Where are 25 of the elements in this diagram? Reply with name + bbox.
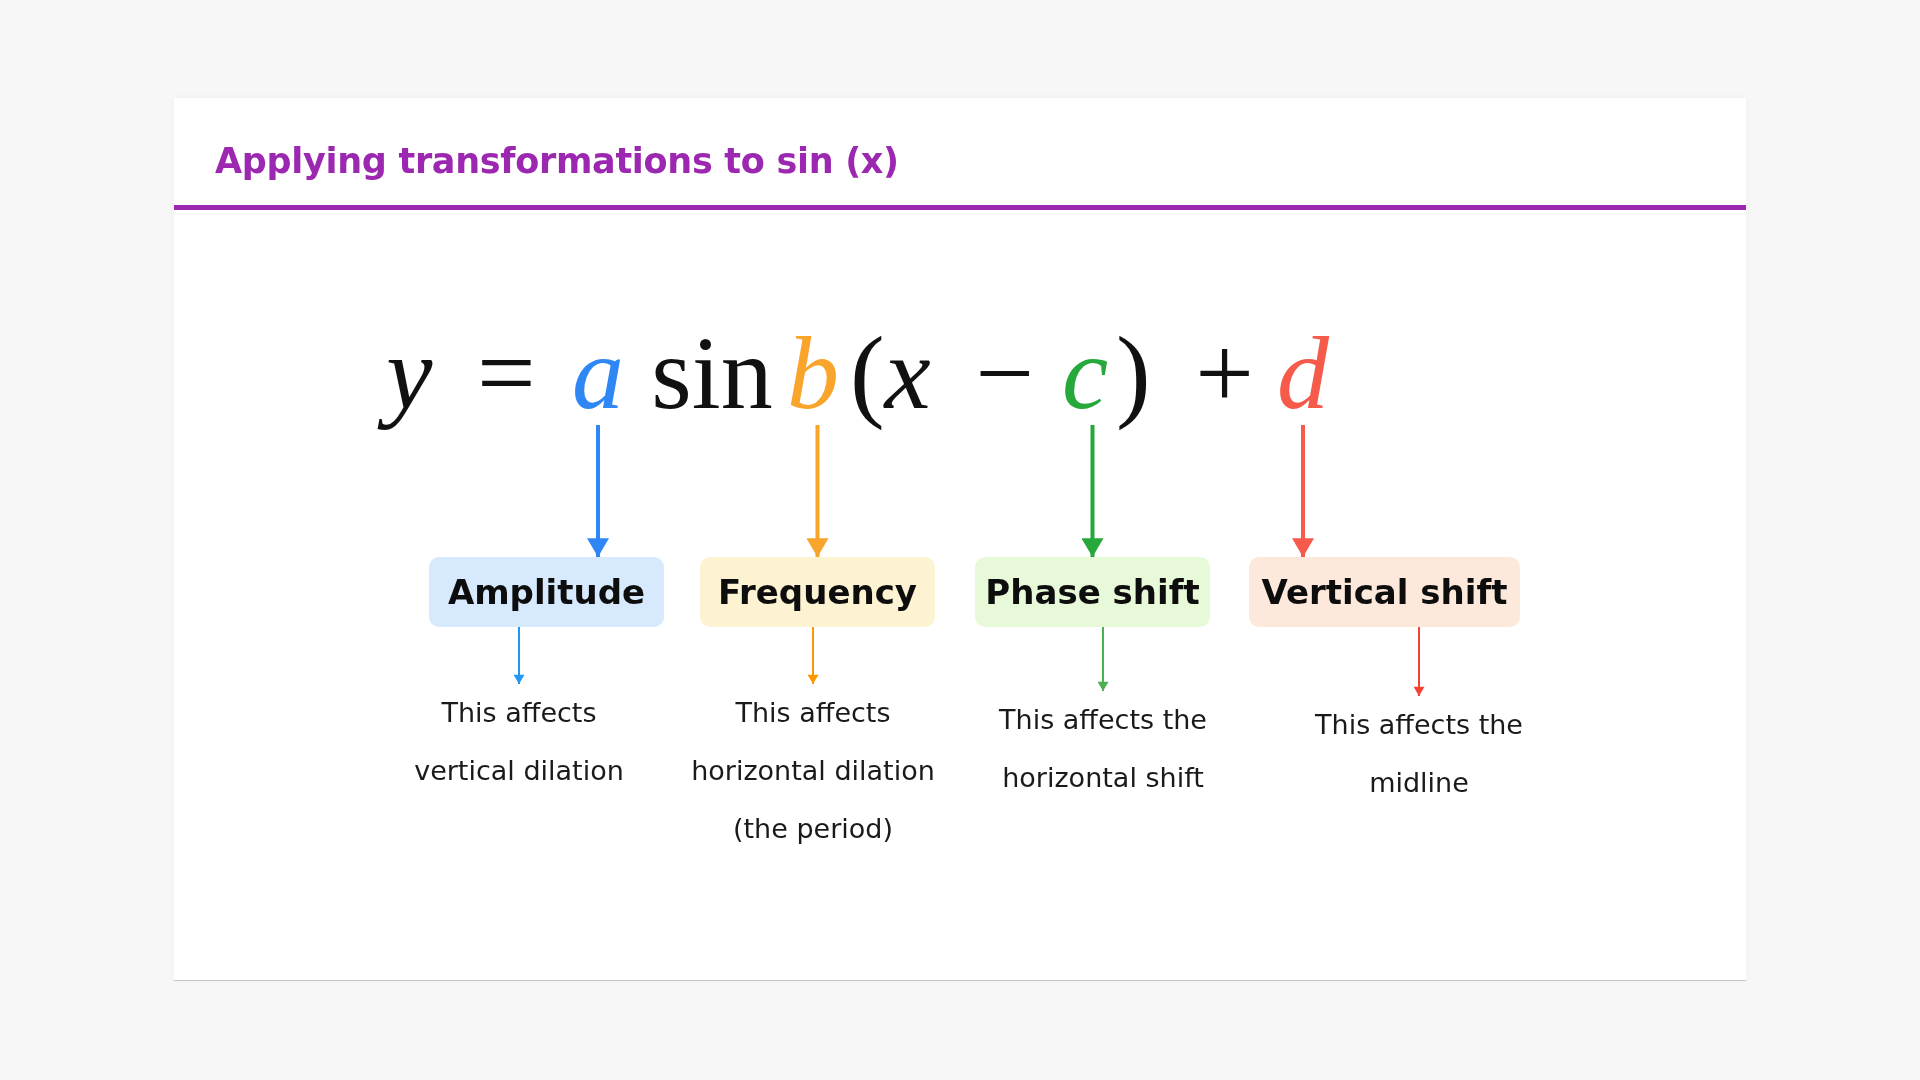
term-box: Frequency [700,557,935,627]
arrow [807,626,819,685]
description-text: This affects vertical dilation [394,684,644,800]
equation-variable: a [572,321,624,425]
equation-variable: c [1061,321,1109,425]
arrow [1413,626,1425,697]
arrow [1097,626,1109,692]
description-text: This affects the horizontal shift [978,691,1228,807]
term-box: Vertical shift [1249,557,1520,627]
equation-text: y = [376,303,536,443]
arrow [1292,425,1314,557]
slide-title: Applying transformations to sin (x) [215,140,899,182]
equation-variable: d [1277,321,1329,425]
equation-text: ) + [1115,314,1254,432]
term-box: Amplitude [429,557,664,627]
arrow [587,425,609,557]
description-text: This affects the midline [1294,696,1544,812]
arrow [1081,425,1104,557]
equation-text: sin [650,314,773,432]
arrow [513,626,525,685]
equation-text: (x − [848,314,1035,432]
description-text: This affects horizontal dilation (the period) [678,684,948,858]
arrow [806,425,829,557]
equation-variable: b [787,321,839,425]
term-box: Phase shift [975,557,1210,627]
